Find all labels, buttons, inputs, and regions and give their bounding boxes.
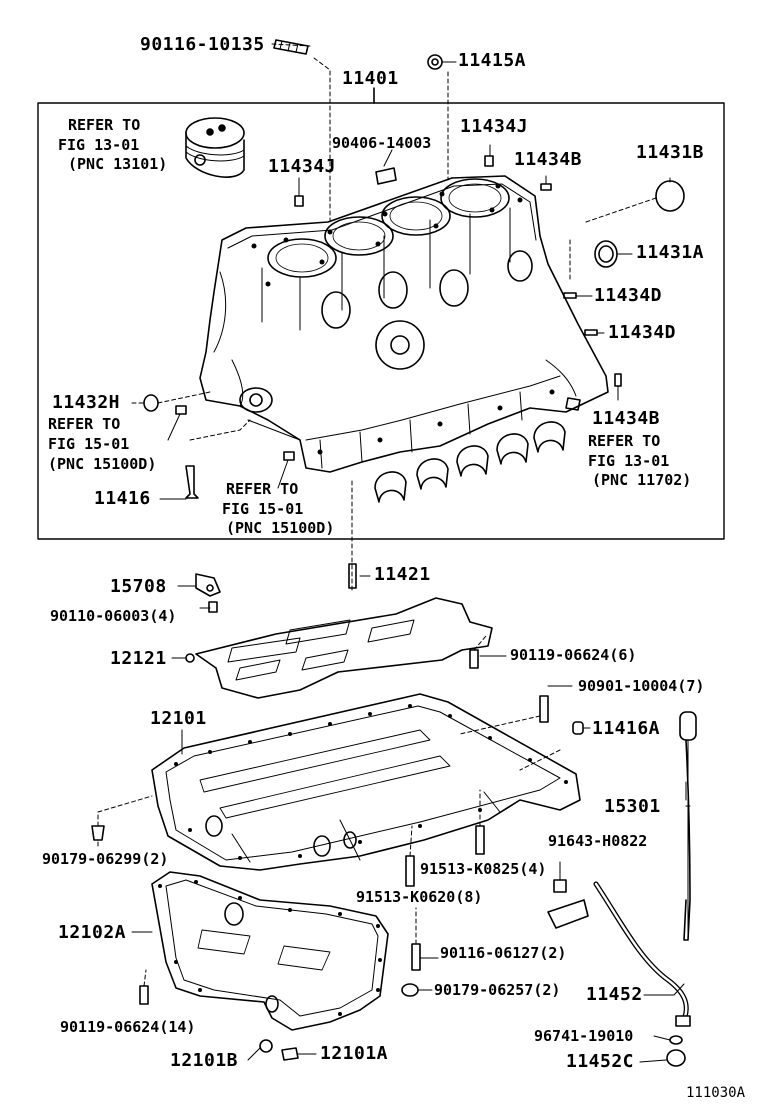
part-90110-06003[interactable]: 90110-06003(4) xyxy=(50,607,177,625)
part-12101[interactable]: 12101 xyxy=(150,708,207,729)
part-91513-K0825[interactable]: 91513-K0825(4) xyxy=(420,860,547,878)
part-90119-06624-6[interactable]: 90119-06624(6) xyxy=(510,646,637,664)
oil-pan-lower-12102A xyxy=(151,871,389,1031)
refer-mid-line1: REFER TO xyxy=(226,480,299,498)
part-11421[interactable]: 11421 xyxy=(374,564,431,585)
bolts-top xyxy=(273,39,443,70)
figure-id: 111030A xyxy=(686,1085,746,1101)
part-90406-14003[interactable]: 90406-14003 xyxy=(332,134,432,152)
part-91513-K0620[interactable]: 91513-K0620(8) xyxy=(356,888,483,906)
bracket-15708 xyxy=(195,573,221,613)
refer-mid-line3: (PNC 15100D) xyxy=(226,519,335,537)
assembly-frame xyxy=(37,102,725,540)
part-11415A[interactable]: 11415A xyxy=(458,50,527,71)
refer-piston-line2[interactable]: FIG 13-01 xyxy=(58,136,140,154)
refer-bearing-line1: REFER TO xyxy=(588,432,661,450)
misc-lower-parts xyxy=(91,695,686,1067)
dipstick-guide-11452 xyxy=(547,879,691,1027)
part-91643-H0822[interactable]: 91643-H0822 xyxy=(548,832,648,850)
refer-piston-line1: REFER TO xyxy=(68,116,141,134)
part-11401[interactable]: 11401 xyxy=(342,68,399,89)
small-block-parts xyxy=(143,155,685,499)
part-90116-10135[interactable]: 90116-10135 xyxy=(140,34,265,55)
leader-lines xyxy=(97,43,691,1063)
part-11434B-bottom[interactable]: 11434B xyxy=(592,408,661,429)
oil-baffle-12121 xyxy=(185,597,493,699)
part-11431A[interactable]: 11431A xyxy=(636,242,705,263)
part-90901-10004[interactable]: 90901-10004(7) xyxy=(578,677,705,695)
oil-pan-upper-12101 xyxy=(151,693,581,871)
refer-bearing-line2[interactable]: FIG 13-01 xyxy=(588,452,670,470)
main-bearings xyxy=(374,421,566,503)
part-12101B[interactable]: 12101B xyxy=(170,1050,239,1071)
part-11434J-right[interactable]: 11434J xyxy=(460,116,529,137)
refer-left-line1: REFER TO xyxy=(48,415,121,433)
part-12101A[interactable]: 12101A xyxy=(320,1043,389,1064)
refer-piston-line3: (PNC 13101) xyxy=(68,155,168,173)
part-11452C[interactable]: 11452C xyxy=(566,1051,635,1072)
part-11432H[interactable]: 11432H xyxy=(52,392,121,413)
part-11416[interactable]: 11416 xyxy=(94,488,151,509)
part-12121[interactable]: 12121 xyxy=(110,648,167,669)
part-11434D-lower[interactable]: 11434D xyxy=(608,322,677,343)
part-15708[interactable]: 15708 xyxy=(110,576,167,597)
part-11434D-upper[interactable]: 11434D xyxy=(594,285,663,306)
part-11434B-top[interactable]: 11434B xyxy=(514,149,583,170)
part-11434J-left[interactable]: 11434J xyxy=(268,156,337,177)
part-90179-06299[interactable]: 90179-06299(2) xyxy=(42,850,169,868)
part-15301[interactable]: 15301 xyxy=(604,796,661,817)
refer-left-line3: (PNC 15100D) xyxy=(48,455,157,473)
part-11431B[interactable]: 11431B xyxy=(636,142,705,163)
refer-bearing-line3: (PNC 11702) xyxy=(592,471,692,489)
refer-mid-line2[interactable]: FIG 15-01 xyxy=(222,500,304,518)
part-96741-19010[interactable]: 96741-19010 xyxy=(534,1027,634,1045)
part-12102A[interactable]: 12102A xyxy=(58,922,127,943)
oil-dipstick-15301 xyxy=(679,711,697,941)
cylinder-block xyxy=(199,175,609,473)
part-11416A[interactable]: 11416A xyxy=(592,718,661,739)
part-11452[interactable]: 11452 xyxy=(586,984,643,1005)
part-90179-06257[interactable]: 90179-06257(2) xyxy=(434,981,561,999)
part-90119-06624-14[interactable]: 90119-06624(14) xyxy=(60,1018,196,1036)
refer-left-line2[interactable]: FIG 15-01 xyxy=(48,435,130,453)
piston-illustration xyxy=(185,117,245,178)
part-90116-06127[interactable]: 90116-06127(2) xyxy=(440,944,567,962)
